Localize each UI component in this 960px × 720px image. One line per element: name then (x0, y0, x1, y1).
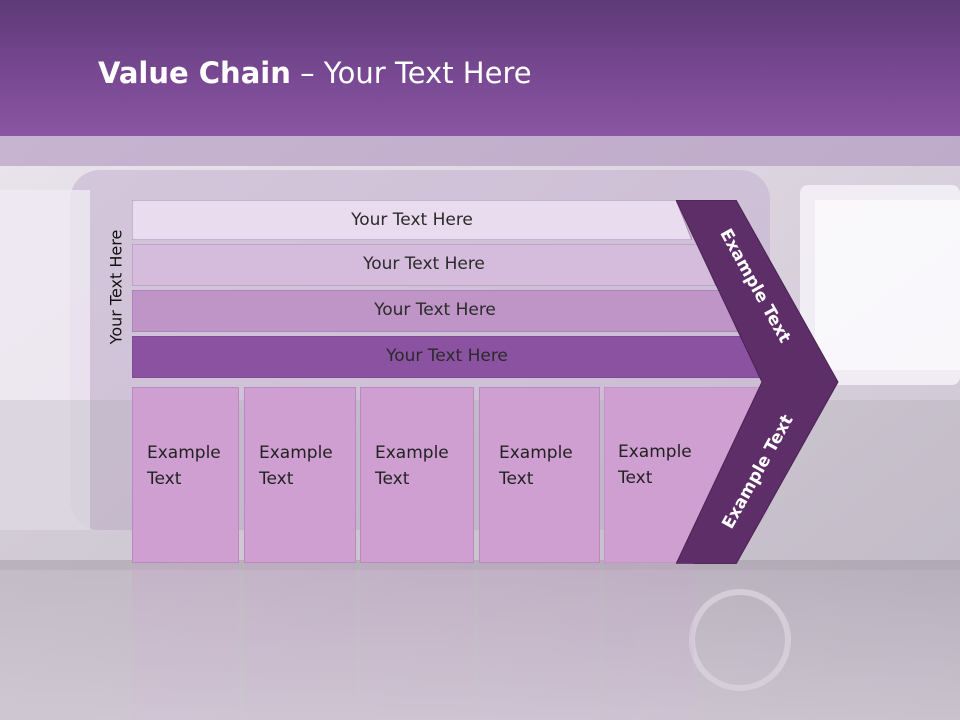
bar-3: Your Text Here (132, 290, 738, 332)
title-band-strip (0, 136, 960, 166)
slide-title-bold: Value Chain (98, 56, 291, 90)
bar-2-shape (132, 244, 716, 286)
activity-box-3-line2: Text (375, 469, 410, 489)
bar-3-label: Your Text Here (374, 300, 496, 320)
activity-box-1-line2: Text (147, 469, 182, 489)
activity-box-3: Example Text (360, 387, 474, 563)
slide-title-rest: – Your Text Here (290, 56, 532, 90)
activity-box-5-shape (604, 387, 762, 563)
activity-box-2-line1: Example (259, 443, 333, 463)
bar-1: Your Text Here (132, 200, 692, 240)
activity-box-1: Example Text (132, 387, 239, 563)
bar-1-label: Your Text Here (351, 210, 473, 230)
bar-4-shape (132, 336, 762, 378)
activity-box-4-line1: Example (499, 443, 573, 463)
reflection-fade (0, 563, 960, 720)
activity-box-4-line2: Text (499, 469, 534, 489)
title-band (0, 0, 960, 136)
activity-box-1-line1: Example (147, 443, 221, 463)
bar-2: Your Text Here (132, 244, 716, 286)
side-label-text: Your Text Here (106, 229, 126, 345)
bar-1-shape (132, 200, 692, 240)
bar-2-label: Your Text Here (363, 254, 485, 274)
activity-box-2-line2: Text (259, 469, 294, 489)
activity-box-3-line1: Example (375, 443, 449, 463)
bar-4-label: Your Text Here (386, 346, 508, 366)
slide-title: Value Chain – Your Text Here (98, 56, 532, 90)
activity-box-5-line1: Example (618, 442, 692, 462)
margin-chevron (676, 200, 839, 564)
margin-chevron-shape (676, 200, 839, 564)
bar-3-shape (132, 290, 738, 332)
activity-box-2: Example Text (244, 387, 356, 563)
activity-box-5-line2: Text (618, 468, 653, 488)
bar-4: Your Text Here (132, 336, 762, 378)
activity-box-4: Example Text (479, 387, 600, 563)
activity-box-5: Example Text (604, 387, 762, 563)
